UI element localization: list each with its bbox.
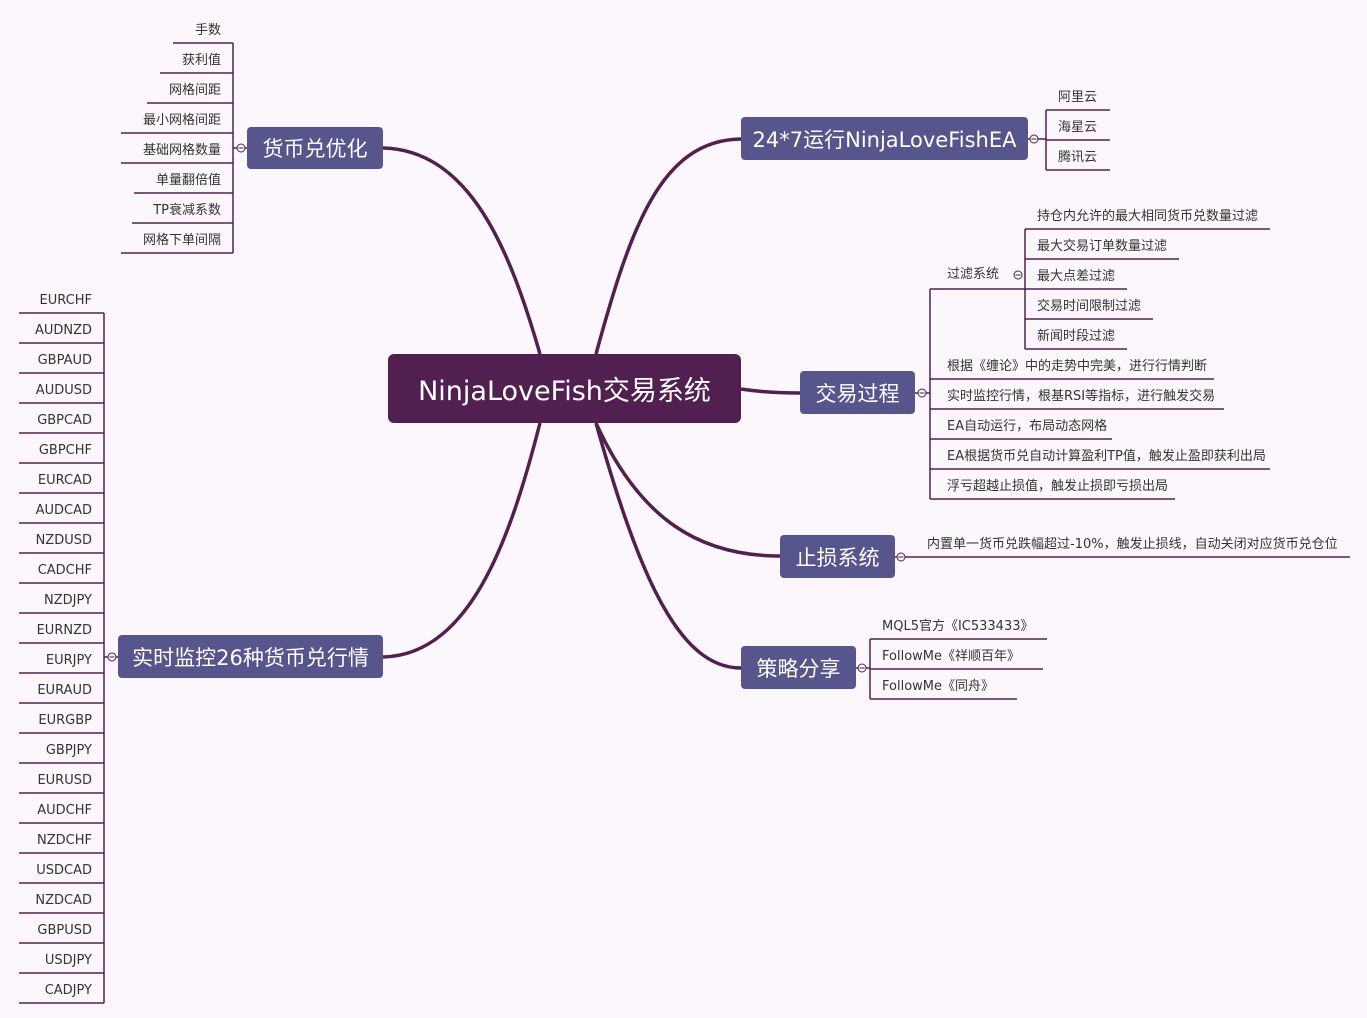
leaf-item[interactable]: CADCHF xyxy=(37,563,92,578)
branch-strategy-share[interactable]: 策略分享 xyxy=(741,646,856,689)
leaf-item[interactable]: 阿里云 xyxy=(1058,90,1098,105)
branch-currency-optimization[interactable]: 货币兑优化 xyxy=(247,127,383,169)
leaf-item[interactable]: 交易时间限制过滤 xyxy=(1037,299,1142,314)
branch-run-247[interactable]: 24*7运行NinjaLoveFishEA xyxy=(741,117,1028,160)
leaf-item[interactable]: 内置单一货币兑跌幅超过-10%，触发止损线，自动关闭对应货币兑仓位 xyxy=(927,537,1338,552)
leaf-item[interactable]: MQL5官方《IC533433》 xyxy=(882,619,1034,634)
leaf-item[interactable]: AUDCAD xyxy=(35,503,92,518)
leaf-item[interactable]: EA自动运行，布局动态网格 xyxy=(947,419,1108,434)
leaf-item[interactable]: USDCAD xyxy=(36,863,92,878)
leaf-item[interactable]: EURAUD xyxy=(37,683,92,698)
curve-to-share xyxy=(594,422,742,670)
leaf-item[interactable]: FollowMe《同舟》 xyxy=(882,679,994,694)
leaf-item[interactable]: GBPAUD xyxy=(37,353,92,368)
leaf-item[interactable]: CADJPY xyxy=(44,983,92,998)
leaf-item[interactable]: 持仓内允许的最大相同货币兑数量过滤 xyxy=(1037,209,1259,224)
leaf-item[interactable]: EURCAD xyxy=(37,473,92,488)
leaf-item[interactable]: 根据《缠论》中的走势中完美，进行行情判断 xyxy=(947,359,1208,374)
leaf-item[interactable]: 网格间距 xyxy=(168,83,221,98)
leaf-item[interactable]: EURGBP xyxy=(38,713,92,728)
leaf-item[interactable]: 新闻时段过滤 xyxy=(1037,329,1116,344)
leaf-item[interactable]: FollowMe《祥顺百年》 xyxy=(882,649,1020,664)
curve-to-run247 xyxy=(594,137,742,355)
leaf-item[interactable]: USDJPY xyxy=(44,953,92,968)
leaf-item[interactable]: AUDNZD xyxy=(34,323,92,338)
leaf-item[interactable]: 单量翻倍值 xyxy=(155,173,221,188)
curve-to-optimization xyxy=(382,146,542,355)
leaf-item[interactable]: EURJPY xyxy=(45,653,92,668)
leaf-item[interactable]: 腾讯云 xyxy=(1058,150,1098,165)
leaf-item[interactable]: 浮亏超越止损值，触发止损即亏损出局 xyxy=(947,479,1169,494)
leaf-item[interactable]: 海星云 xyxy=(1058,120,1098,135)
leaf-item[interactable]: EA根据货币兑自动计算盈利TP值，触发止盈即获利出局 xyxy=(947,449,1266,464)
leaf-item[interactable]: GBPCHF xyxy=(38,443,92,458)
leaf-item[interactable]: EURCHF xyxy=(39,293,92,308)
branch-stop-loss[interactable]: 止损系统 xyxy=(780,535,895,578)
leaf-item[interactable]: 网格下单间隔 xyxy=(142,233,221,248)
root-node[interactable]: NinjaLoveFish交易系统 xyxy=(388,354,741,423)
leaf-item[interactable]: 最大交易订单数量过滤 xyxy=(1037,239,1168,254)
leaf-item[interactable]: 最大点差过滤 xyxy=(1037,269,1116,284)
filter-system-label[interactable]: 过滤系统 xyxy=(947,267,1000,282)
leaf-item[interactable]: GBPUSD xyxy=(37,923,92,938)
leaf-item[interactable]: GBPJPY xyxy=(45,743,92,758)
leaf-item[interactable]: 获利值 xyxy=(181,53,221,68)
leaf-item[interactable]: AUDCHF xyxy=(37,803,92,818)
leaf-item[interactable]: 手数 xyxy=(194,23,221,38)
leaf-item[interactable]: EURNZD xyxy=(36,623,92,638)
leaf-item[interactable]: AUDUSD xyxy=(35,383,92,398)
leaf-item[interactable]: NZDUSD xyxy=(35,533,92,548)
leaf-item[interactable]: NZDJPY xyxy=(44,593,92,608)
branch-realtime-monitor[interactable]: 实时监控26种货币兑行情 xyxy=(118,635,383,678)
curve-to-trading xyxy=(740,387,801,395)
leaf-item[interactable]: EURUSD xyxy=(37,773,92,788)
curve-to-stoploss xyxy=(594,422,781,558)
curve-to-monitor xyxy=(382,422,542,659)
leaf-item[interactable]: TP衰减系数 xyxy=(153,203,221,218)
leaf-item[interactable]: NZDCHF xyxy=(37,833,92,848)
leaf-item[interactable]: 基础网格数量 xyxy=(142,143,221,158)
branch-trading-process[interactable]: 交易过程 xyxy=(800,371,915,414)
leaf-item[interactable]: NZDCAD xyxy=(35,893,92,908)
leaf-item[interactable]: 实时监控行情，根基RSI等指标，进行触发交易 xyxy=(947,389,1216,404)
leaf-item[interactable]: GBPCAD xyxy=(37,413,92,428)
leaf-item[interactable]: 最小网格间距 xyxy=(142,113,221,128)
